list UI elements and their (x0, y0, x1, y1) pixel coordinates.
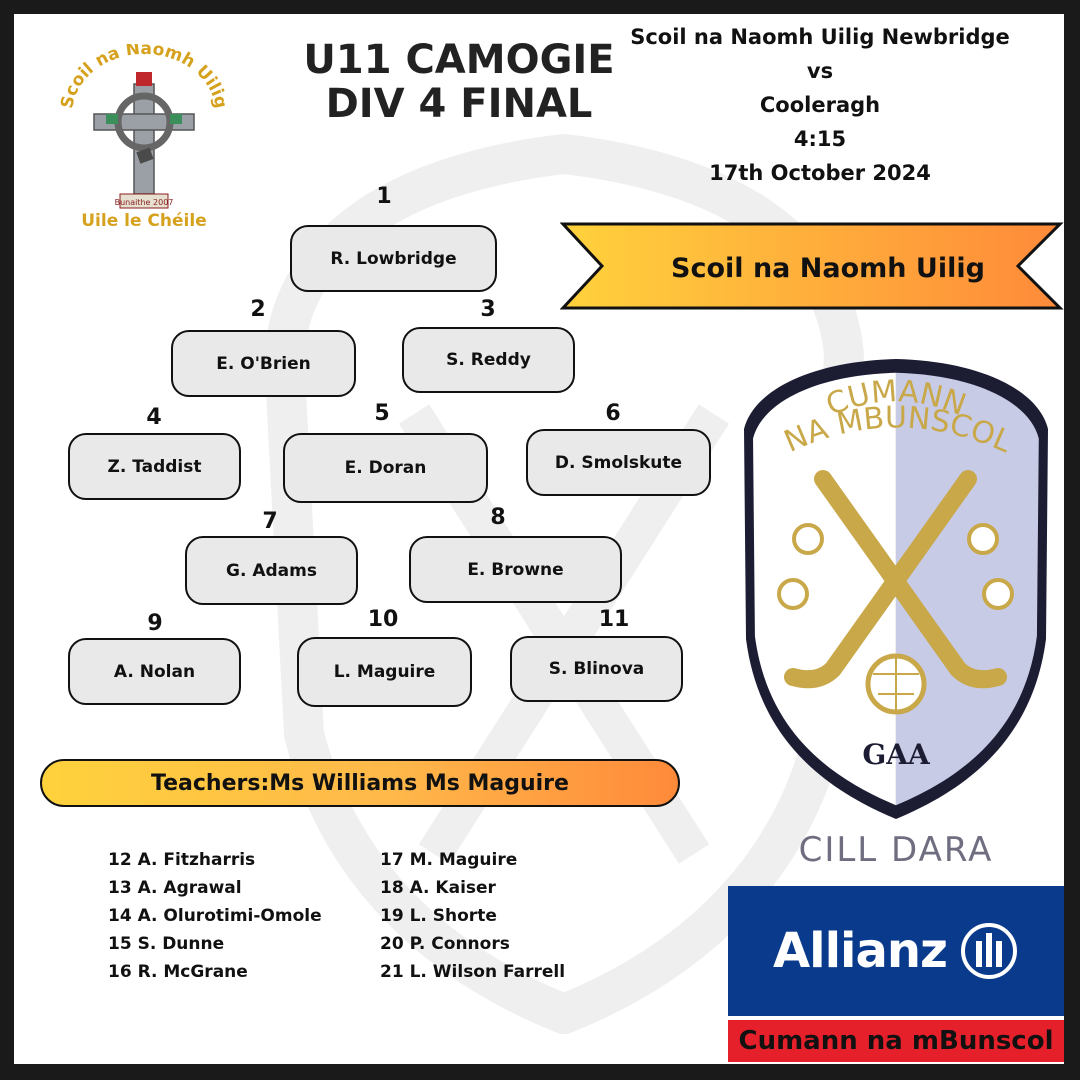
player-5: E. Doran (283, 433, 488, 503)
versus-label: vs (806, 59, 834, 83)
title-line-2: DIV 4 FINAL (325, 81, 593, 127)
player-number-1: 1 (376, 184, 392, 209)
page-title: U11 CAMOGIE DIV 4 FINAL (294, 38, 624, 126)
player-number-9: 9 (147, 611, 163, 636)
substitute-16: 16 R. McGrane (108, 962, 248, 982)
player-number-4: 4 (146, 405, 162, 430)
match-date: 17th October 2024 (709, 161, 931, 185)
player-number-6: 6 (605, 401, 621, 426)
title-line-1: U11 CAMOGIE (303, 37, 615, 83)
sponsor-tagline: Cumann na mBunscol (728, 1020, 1064, 1062)
player-number-11: 11 (598, 607, 630, 632)
team-sheet-poster: Scoil na Naomh Uilig Bunaithe 2007 Uile … (14, 14, 1064, 1064)
player-9: A. Nolan (68, 638, 241, 705)
player-3: S. Reddy (402, 327, 575, 393)
player-1: R. Lowbridge (290, 225, 497, 292)
teachers-banner: Teachers:Ms Williams Ms Maguire (40, 759, 680, 807)
player-6: D. Smolskute (526, 429, 711, 496)
match-info: Scoil na Naomh Uilig Newbridge vs Cooler… (614, 20, 1026, 190)
substitute-14: 14 A. Olurotimi-Omole (108, 906, 322, 926)
player-number-7: 7 (262, 509, 278, 534)
sponsor-brand-panel: Allianz (728, 886, 1064, 1016)
substitute-21: 21 L. Wilson Farrell (380, 962, 566, 982)
player-10: L. Maguire (297, 637, 472, 707)
substitutes-right: 17 M. Maguire 18 A. Kaiser 19 L. Shorte … (380, 846, 565, 986)
team-banner: Scoil na Naomh Uilig (560, 222, 1064, 310)
home-team: Scoil na Naomh Uilig Newbridge (630, 25, 1010, 49)
player-11: S. Blinova (510, 636, 683, 702)
player-4: Z. Taddist (68, 433, 241, 500)
player-8: E. Browne (409, 536, 622, 603)
crest-county: CILL DARA (799, 830, 994, 870)
player-number-2: 2 (250, 297, 266, 322)
sponsor-block: Allianz Cumann na mBunscol (728, 886, 1064, 1064)
player-number-8: 8 (490, 505, 506, 530)
player-7: G. Adams (185, 536, 358, 605)
substitutes-left: 12 A. Fitzharris 13 A. Agrawal 14 A. Olu… (108, 846, 322, 986)
substitute-12: 12 A. Fitzharris (108, 850, 256, 870)
substitute-13: 13 A. Agrawal (108, 878, 242, 898)
team-banner-label: Scoil na Naomh Uilig (671, 253, 985, 284)
player-number-10: 10 (367, 607, 399, 632)
player-number-5: 5 (374, 401, 390, 426)
allianz-logo-icon (961, 923, 1017, 979)
school-logo: Scoil na Naomh Uilig Bunaithe 2007 Uile … (57, 44, 231, 229)
school-logo-motto: Uile le Chéile (81, 211, 206, 229)
match-time: 4:15 (793, 127, 847, 151)
substitute-18: 18 A. Kaiser (380, 878, 496, 898)
substitute-15: 15 S. Dunne (108, 934, 225, 954)
substitute-17: 17 M. Maguire (380, 850, 518, 870)
crest-gaa: GAA (862, 738, 931, 771)
player-2: E. O'Brien (171, 330, 356, 397)
cumann-na-mbunscol-crest: CUMANN NA MBUNSCOL GAA CILL DARA (744, 359, 1048, 870)
player-number-3: 3 (480, 297, 496, 322)
sponsor-brand: Allianz (772, 923, 948, 979)
substitute-20: 20 P. Connors (380, 934, 510, 954)
away-team: Cooleragh (759, 93, 881, 117)
school-logo-founded: Bunaithe 2007 (115, 198, 174, 207)
substitute-19: 19 L. Shorte (380, 906, 497, 926)
